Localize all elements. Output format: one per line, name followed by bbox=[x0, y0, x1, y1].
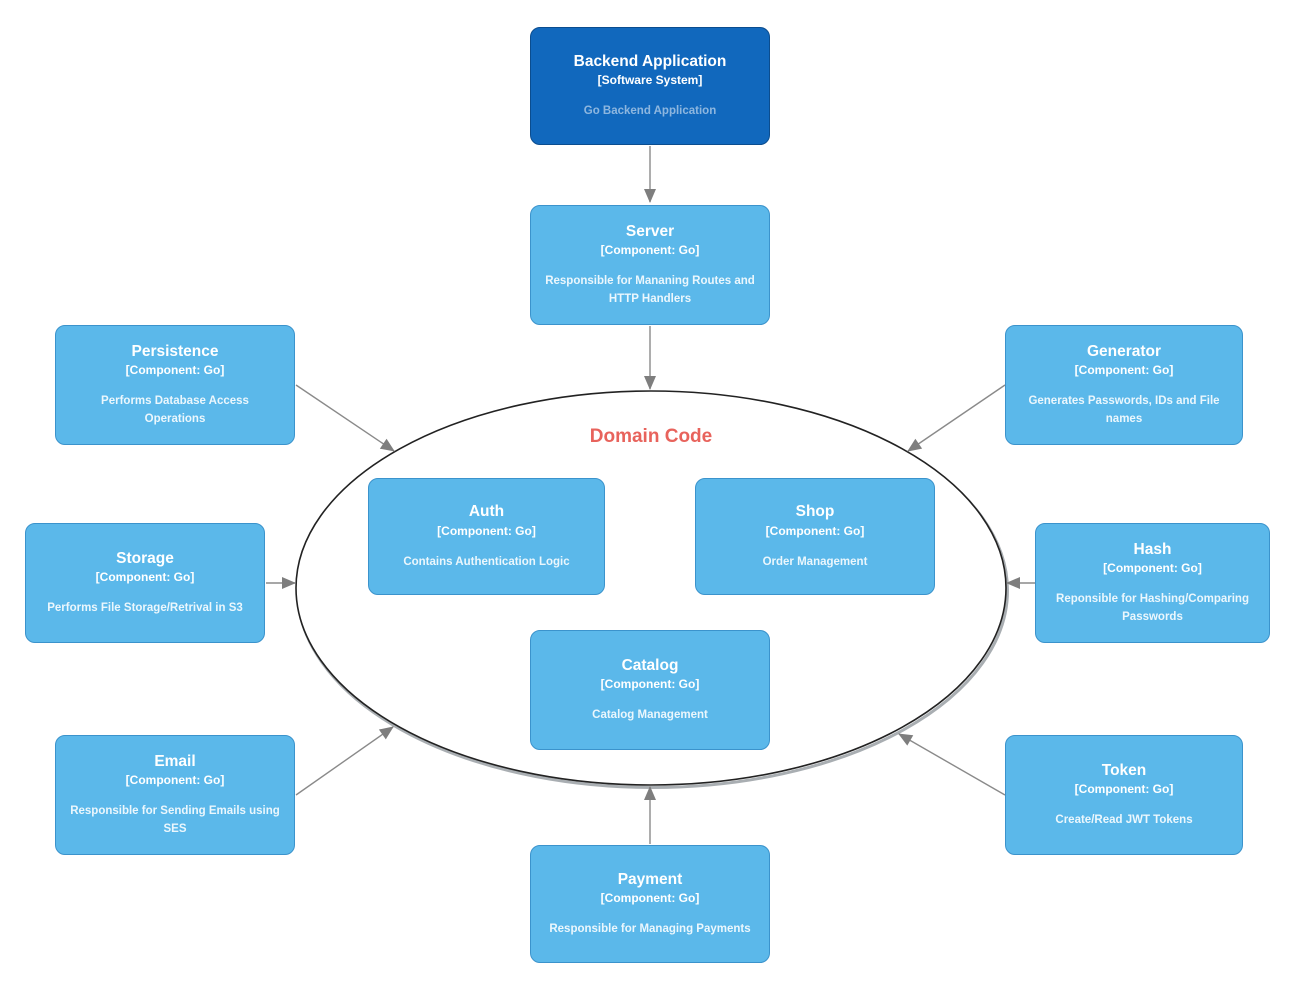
node-subtitle: [Component: Go] bbox=[437, 523, 536, 538]
node-title: Server bbox=[625, 223, 675, 241]
node-description: Contains Authentication Logic bbox=[403, 555, 570, 568]
node-description: Create/Read JWT Tokens bbox=[1055, 814, 1193, 827]
node-subtitle: [Component: Go] bbox=[95, 570, 195, 585]
node-subtitle: [Component: Go] bbox=[1074, 782, 1174, 797]
node-auth: Auth [Component: Go] Contains Authentica… bbox=[368, 478, 605, 595]
node-title: Catalog bbox=[621, 656, 679, 674]
domain-code-group-title: Domain Code bbox=[589, 426, 713, 447]
node-title: Payment bbox=[617, 870, 683, 888]
node-subtitle: [Component: Go] bbox=[1074, 363, 1174, 378]
node-description: Reponsible for Hashing/Comparing Passwor… bbox=[1056, 593, 1249, 623]
arrow-email-to-domain bbox=[295, 726, 394, 796]
node-description: Responsible for Sending Emails using SES bbox=[70, 805, 280, 835]
node-title: Auth bbox=[468, 503, 505, 521]
node-title: Email bbox=[154, 753, 196, 771]
node-subtitle: [Component: Go] bbox=[600, 677, 700, 692]
node-description: Performs File Storage/Retrival in S3 bbox=[47, 602, 243, 615]
node-token: Token [Component: Go] Create/Read JWT To… bbox=[1005, 735, 1243, 855]
node-title: Generator bbox=[1086, 343, 1162, 361]
node-description: Catalog Management bbox=[592, 709, 708, 722]
node-description: Generates Passwords, IDs and File names bbox=[1028, 395, 1220, 425]
arrow-persistence-to-domain bbox=[295, 384, 395, 452]
node-subtitle: [Component: Go] bbox=[125, 363, 225, 378]
node-title: Shop bbox=[795, 503, 835, 521]
node-backend-application: Backend Application [Software System] Go… bbox=[530, 27, 770, 145]
node-title: Persistence bbox=[131, 343, 219, 361]
node-generator: Generator [Component: Go] Generates Pass… bbox=[1005, 325, 1243, 445]
node-description: Responsible for Managing Payments bbox=[549, 923, 751, 936]
node-title: Backend Application bbox=[573, 52, 727, 70]
node-server: Server [Component: Go] Responsible for M… bbox=[530, 205, 770, 325]
node-description: Go Backend Application bbox=[583, 105, 717, 118]
node-subtitle: [Component: Go] bbox=[125, 773, 225, 788]
node-subtitle: [Software System] bbox=[597, 73, 703, 88]
node-shop: Shop [Component: Go] Order Management bbox=[695, 478, 935, 595]
node-email: Email [Component: Go] Responsible for Se… bbox=[55, 735, 295, 855]
node-title: Storage bbox=[116, 549, 174, 567]
node-description: Order Management bbox=[762, 555, 868, 568]
node-storage: Storage [Component: Go] Performs File St… bbox=[25, 523, 265, 643]
node-persistence: Persistence [Component: Go] Performs Dat… bbox=[55, 325, 295, 445]
arrow-generator-to-domain bbox=[907, 384, 1006, 452]
node-subtitle: [Component: Go] bbox=[600, 891, 700, 906]
node-title: Token bbox=[1101, 761, 1147, 779]
node-subtitle: [Component: Go] bbox=[765, 523, 865, 538]
node-title: Hash bbox=[1133, 541, 1172, 559]
node-description: Performs Database Access Operations bbox=[101, 395, 249, 425]
node-catalog: Catalog [Component: Go] Catalog Manageme… bbox=[530, 630, 770, 750]
node-payment: Payment [Component: Go] Responsible for … bbox=[530, 845, 770, 963]
arrow-token-to-domain bbox=[898, 733, 1006, 796]
node-subtitle: [Component: Go] bbox=[600, 243, 700, 258]
node-description: Responsible for Mananing Routes and HTTP… bbox=[545, 275, 755, 305]
node-hash: Hash [Component: Go] Reponsible for Hash… bbox=[1035, 523, 1270, 643]
node-subtitle: [Component: Go] bbox=[1103, 561, 1202, 576]
